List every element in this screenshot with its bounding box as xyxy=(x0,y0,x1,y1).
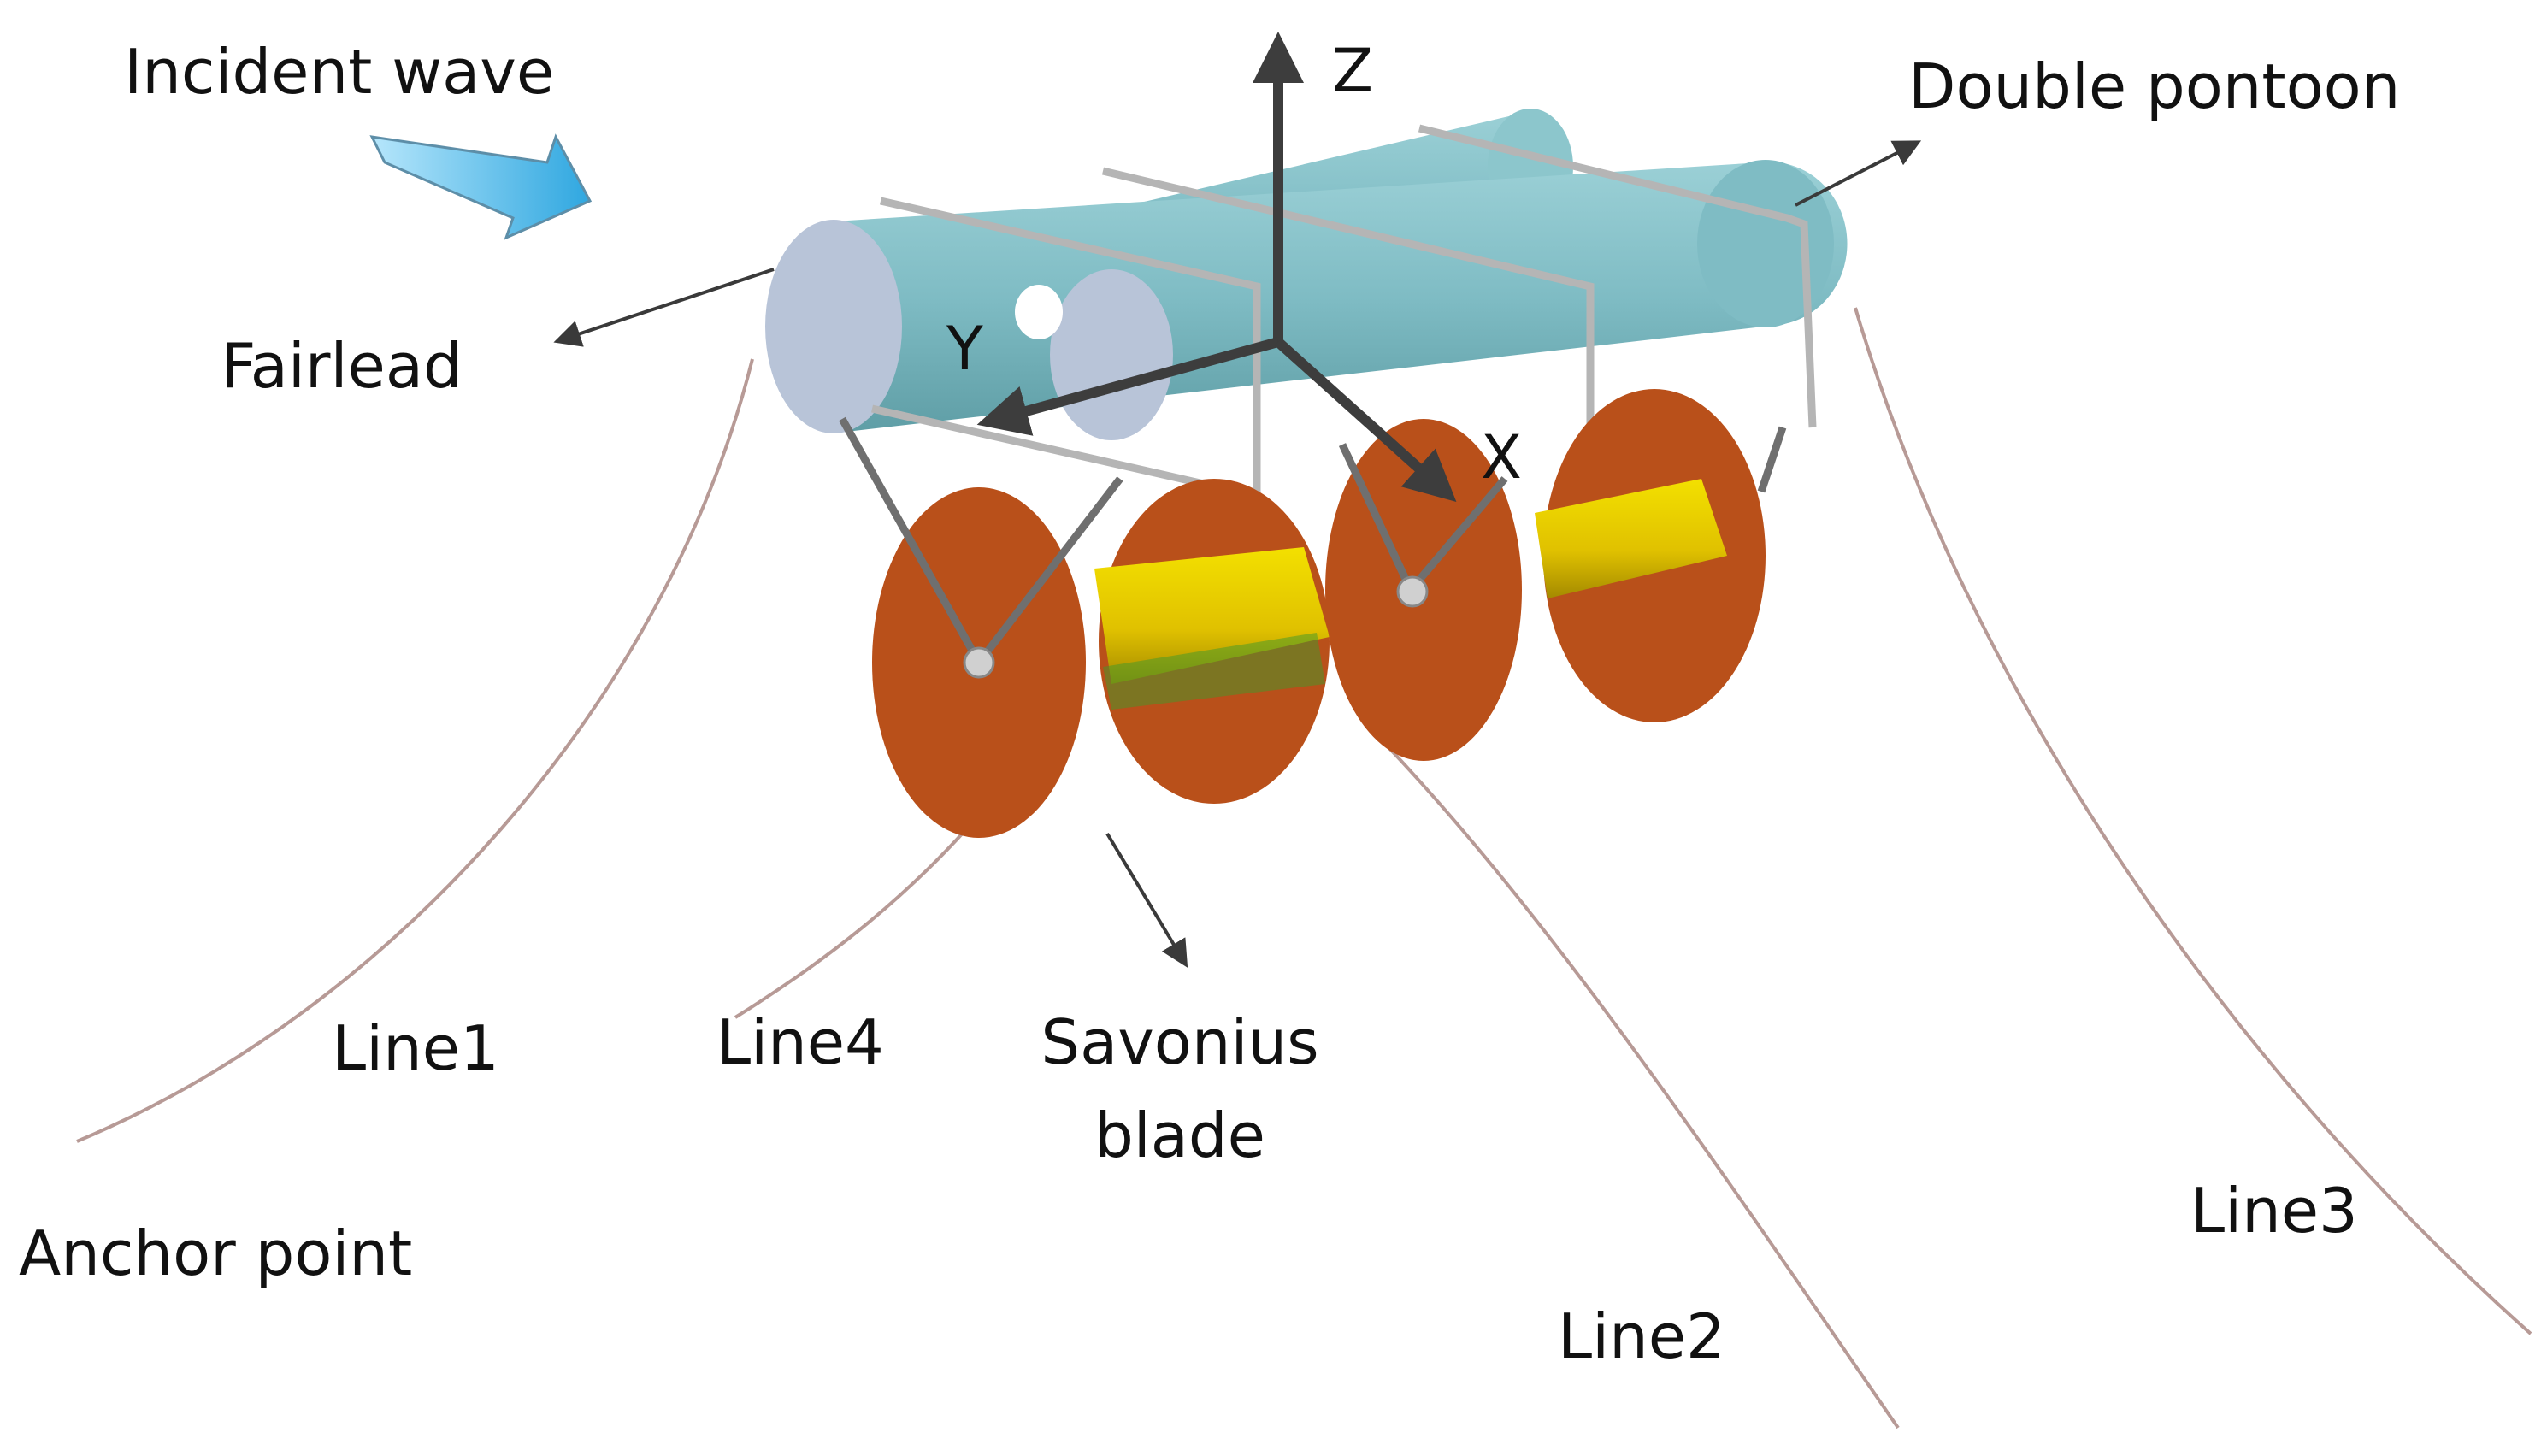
anchor-point-label: Anchor point xyxy=(19,1217,413,1289)
y-axis-arrow xyxy=(976,337,1280,436)
coordinate-axes xyxy=(976,32,1457,503)
hub-1 xyxy=(963,646,995,679)
z-axis-label: Z xyxy=(1332,36,1373,106)
line1-label: Line1 xyxy=(332,1012,499,1084)
line3-label: Line3 xyxy=(2190,1175,2358,1247)
blade-label: blade xyxy=(1094,1099,1265,1171)
mooring-lines xyxy=(76,307,2532,1429)
front-pontoon xyxy=(765,160,1848,433)
mooring-line-3 xyxy=(1854,307,2532,1335)
callout-arrows xyxy=(553,140,1922,968)
x-axis-label: X xyxy=(1481,422,1522,492)
incident-wave-label: Incident wave xyxy=(124,36,555,108)
fairlead-label: Fairlead xyxy=(221,330,463,402)
pontoon-end-cap xyxy=(1050,269,1173,440)
fairlead-callout xyxy=(553,268,775,347)
y-axis-label: Y xyxy=(946,314,983,384)
incident-wave-arrow xyxy=(369,133,593,240)
hub-2 xyxy=(1396,575,1429,608)
savonius-label: Savonius xyxy=(1041,1006,1319,1078)
blade-callout xyxy=(1105,832,1188,968)
mooring-line-1 xyxy=(76,358,754,1143)
mooring-line-4 xyxy=(734,828,968,1019)
pontoon-callout xyxy=(1795,140,1922,207)
blade-shafts xyxy=(1094,479,1727,710)
x-axis-arrow xyxy=(1274,338,1457,503)
line2-label: Line2 xyxy=(1558,1300,1725,1372)
line4-label: Line4 xyxy=(716,1006,884,1078)
mooring-line-2 xyxy=(1383,742,1900,1429)
double-pontoon-label: Double pontoon xyxy=(1908,50,2401,122)
